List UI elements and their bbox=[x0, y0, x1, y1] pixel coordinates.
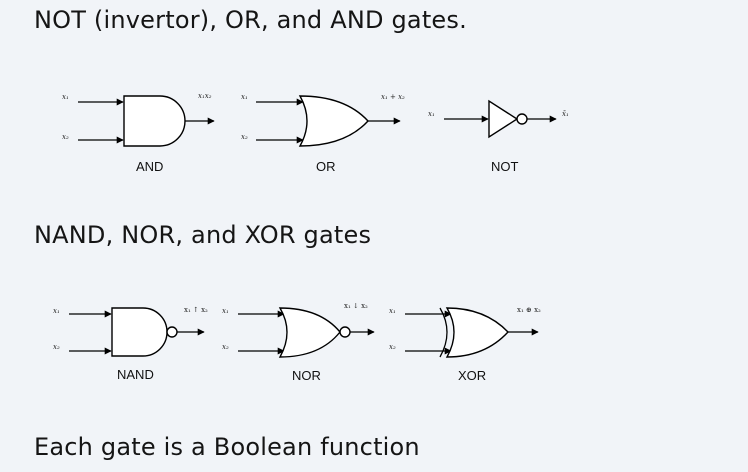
not-gate-body bbox=[488, 99, 519, 139]
nand-gate-body bbox=[111, 307, 168, 357]
xor-input-1-label: x₁ bbox=[389, 307, 396, 315]
and-gate: x₁ x₂ x₁x₂ AND bbox=[62, 92, 215, 174]
and-input-1-label: x₁ bbox=[62, 93, 69, 101]
or-gate-label: OR bbox=[316, 159, 336, 174]
heading-compound-gates: NAND, NOR, and XOR gates bbox=[34, 221, 372, 249]
not-input-label: x₁ bbox=[428, 110, 435, 118]
and-gate-label: AND bbox=[136, 159, 163, 174]
nand-gate: x₁ x₂ x₁ ↑ x₂ NAND bbox=[53, 306, 208, 382]
and-output-label: x₁x₂ bbox=[198, 92, 212, 100]
nor-gate-label: NOR bbox=[292, 368, 321, 383]
nor-input-1-label: x₁ bbox=[222, 307, 229, 315]
nand-gate-label: NAND bbox=[117, 367, 154, 382]
xor-gate-label: XOR bbox=[458, 368, 486, 383]
or-input-2-label: x₂ bbox=[241, 133, 248, 141]
or-gate-body bbox=[298, 95, 369, 147]
nand-input-1-label: x₁ bbox=[53, 307, 60, 315]
or-input-1-label: x₁ bbox=[241, 93, 248, 101]
and-gate-body bbox=[123, 95, 186, 147]
not-gate-label: NOT bbox=[491, 159, 519, 174]
and-input-2-label: x₂ bbox=[62, 133, 69, 141]
nor-input-2-label: x₂ bbox=[222, 343, 229, 351]
xor-input-arc bbox=[439, 307, 448, 358]
nand-input-2-label: x₂ bbox=[53, 343, 60, 351]
xor-input-2-label: x₂ bbox=[389, 343, 396, 351]
xor-gate: x₁ x₂ x₁ ⊕ x₂ XOR bbox=[389, 306, 541, 383]
nor-output-label: x₁ ↓ x₂ bbox=[344, 302, 368, 310]
not-bubble bbox=[516, 113, 528, 125]
not-gate: x₁ x̄₁ NOT bbox=[428, 99, 569, 174]
nand-bubble bbox=[166, 326, 178, 338]
xor-gate-body bbox=[445, 307, 509, 358]
or-gate: x₁ x₂ x₁ + x₂ OR bbox=[241, 93, 405, 174]
not-output-label: x̄₁ bbox=[562, 110, 569, 118]
heading-basic-gates: NOT (invertor), OR, and AND gates. bbox=[34, 6, 467, 34]
nand-output-label: x₁ ↑ x₂ bbox=[184, 306, 208, 314]
nor-bubble bbox=[339, 326, 351, 338]
heading-boolean-function: Each gate is a Boolean function bbox=[34, 433, 420, 461]
nor-gate: x₁ x₂ x₁ ↓ x₂ NOR bbox=[222, 302, 375, 383]
or-output-label: x₁ + x₂ bbox=[381, 93, 405, 101]
xor-output-label: x₁ ⊕ x₂ bbox=[517, 306, 541, 314]
nor-gate-body bbox=[278, 307, 341, 358]
